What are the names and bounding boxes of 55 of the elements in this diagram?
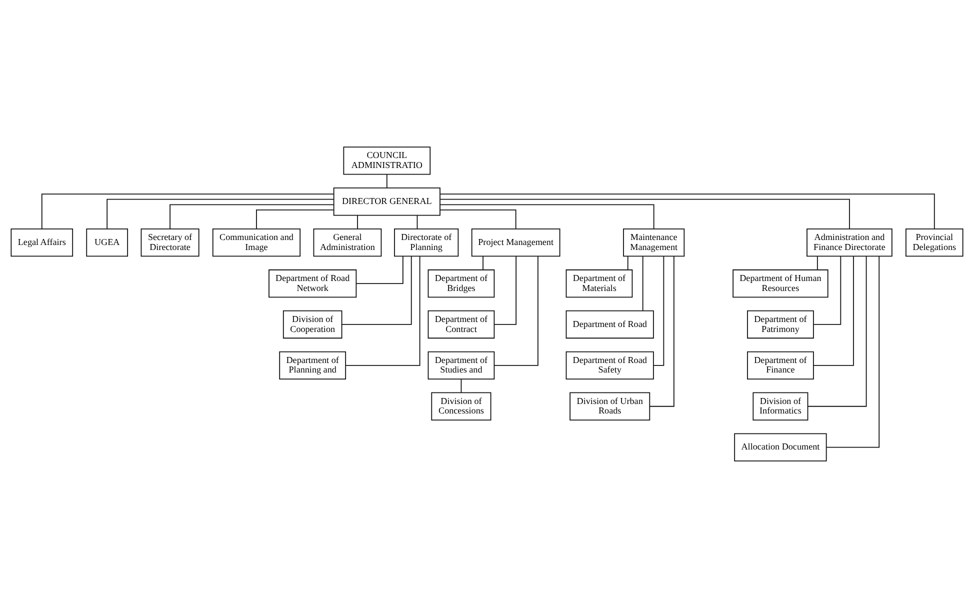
node-box: COUNCIL ADMINISTRATIO: [343, 146, 431, 175]
node-box: Division of Urban Roads: [570, 392, 650, 420]
node-box: Department of Bridges: [428, 269, 495, 298]
node-box: Department of Human Resources: [732, 269, 828, 298]
node-box: Directorate of Planning: [394, 228, 459, 257]
node-box: Department of Patrimony: [747, 310, 814, 339]
connector: [170, 204, 334, 230]
connector: [807, 256, 867, 407]
node-box: Secretary of Directorate: [140, 228, 200, 257]
connector: [649, 256, 674, 407]
node-box: General Administration: [313, 228, 382, 257]
node-box: Department of Materials: [566, 269, 633, 298]
connector: [460, 378, 462, 393]
connector: [627, 256, 628, 270]
connector: [386, 174, 388, 188]
node-box: Division of Concessions: [431, 392, 492, 420]
node-box: Division of Informatics: [752, 392, 808, 420]
connector: [356, 256, 404, 284]
connector: [813, 256, 854, 366]
connector: [345, 256, 420, 366]
node-box: Provincial Delegations: [906, 228, 964, 257]
node-box: Allocation Document: [734, 433, 827, 462]
connector: [416, 215, 418, 230]
connector: [256, 210, 334, 230]
node-box: Division of Cooperation: [282, 310, 342, 339]
node-box: Project Management: [471, 228, 560, 257]
connector: [826, 256, 880, 448]
connector: [494, 256, 517, 325]
connector: [816, 256, 818, 270]
node-box: UGEA: [86, 228, 128, 257]
connector: [357, 215, 358, 230]
connector: [41, 194, 334, 230]
node-box: DIRECTOR GENERAL: [333, 188, 440, 216]
node-box: Department of Road Network: [268, 269, 357, 298]
node-box: Department of Contract: [428, 310, 495, 339]
node-box: Department of Studies and: [428, 351, 495, 380]
connector: [342, 256, 412, 325]
node-box: Administration and Finance Directorate: [806, 228, 892, 257]
connector: [642, 256, 644, 312]
connector: [482, 256, 484, 270]
node-box: Communication and Image: [212, 228, 301, 257]
connector: [440, 198, 850, 230]
connector: [494, 256, 538, 366]
connector: [813, 256, 842, 325]
node-box: Department of Planning and: [279, 351, 346, 380]
connector: [653, 256, 664, 366]
node-box: Legal Affairs: [10, 228, 74, 257]
connector: [440, 204, 654, 230]
connector: [440, 210, 516, 230]
connector: [106, 198, 334, 230]
connector: [440, 194, 935, 230]
node-box: Department of Finance: [747, 351, 814, 380]
node-box: Department of Road: [566, 310, 654, 339]
node-box: Department of Road Safety: [566, 351, 654, 380]
node-box: Maintenance Management: [623, 228, 685, 257]
